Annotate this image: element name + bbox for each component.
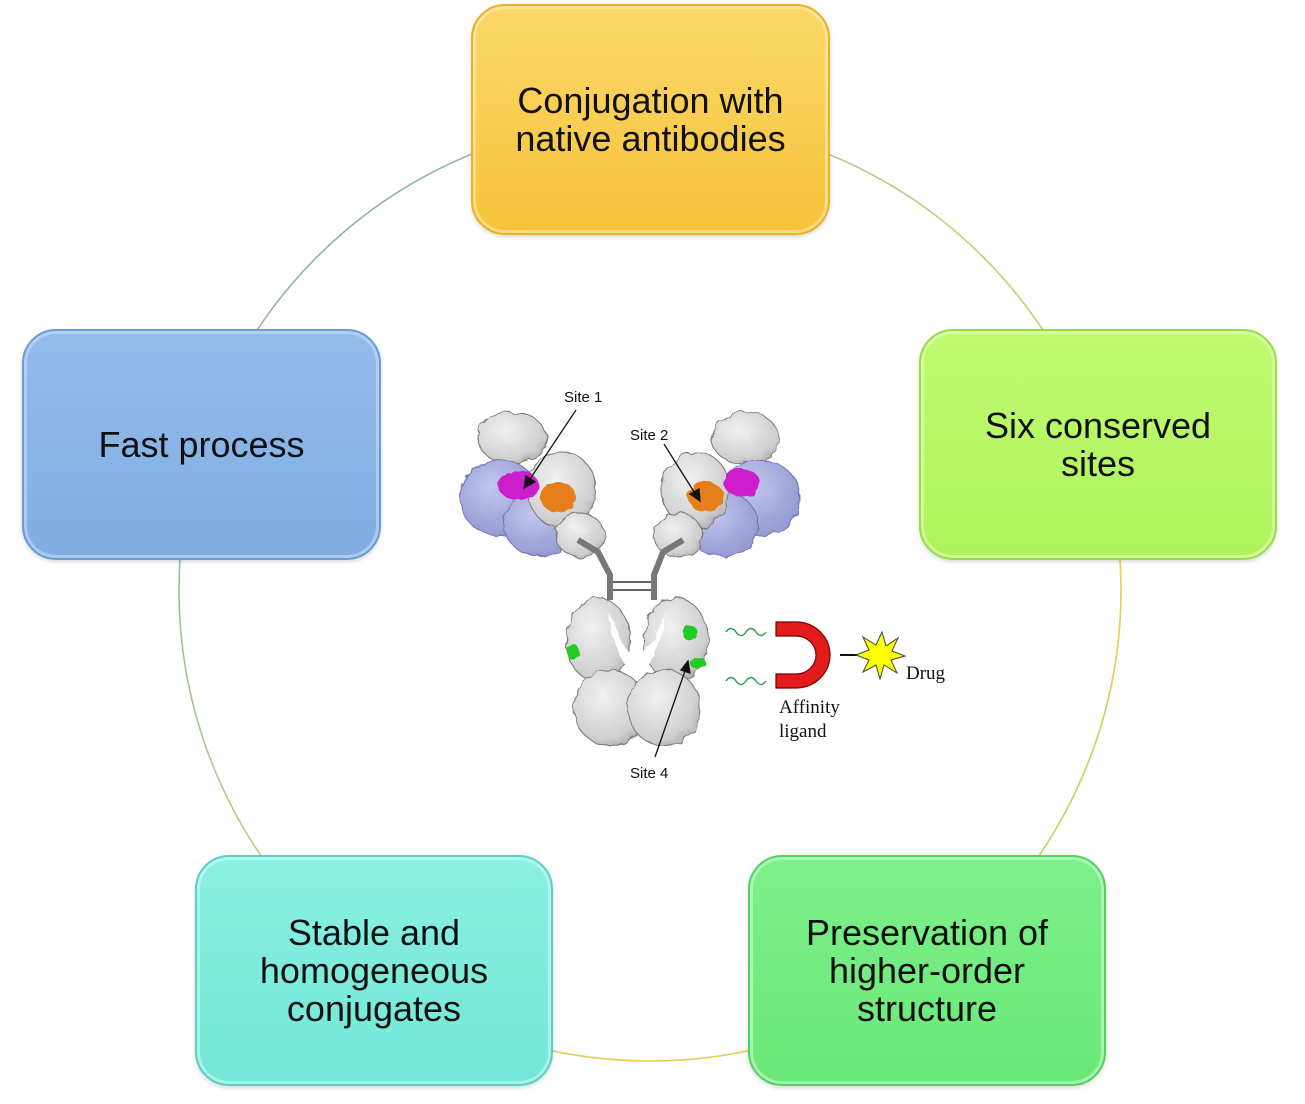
box-preservation-structure: Preservation of higher-order structure	[748, 855, 1106, 1086]
site-arrows	[523, 409, 701, 758]
drug-label: Drug	[906, 663, 946, 684]
site4-label: Site 4	[630, 765, 668, 782]
box-six-conserved-sites: Six conserved sites	[919, 329, 1277, 560]
drug-star-icon	[854, 630, 907, 681]
box-stable-homogeneous-conjugates: Stable and homogeneous conjugates	[195, 855, 553, 1086]
site1-label: Site 1	[564, 389, 602, 406]
box-conjugation-native-antibodies: Conjugation with native antibodies	[471, 4, 830, 235]
site1-patch-left	[498, 470, 538, 500]
binding-waves	[725, 627, 767, 686]
affinity-label-line2: ligand	[779, 721, 827, 742]
site1-patch-right	[724, 469, 760, 497]
affinity-label-line1: Affinity	[779, 697, 840, 718]
site4-patches	[567, 626, 706, 669]
affinity-ligand-shape	[775, 621, 831, 689]
site2-patch-left	[540, 482, 576, 512]
box-fast-process: Fast process	[22, 329, 381, 560]
hinge	[576, 537, 685, 600]
site2-label: Site 2	[630, 427, 668, 444]
